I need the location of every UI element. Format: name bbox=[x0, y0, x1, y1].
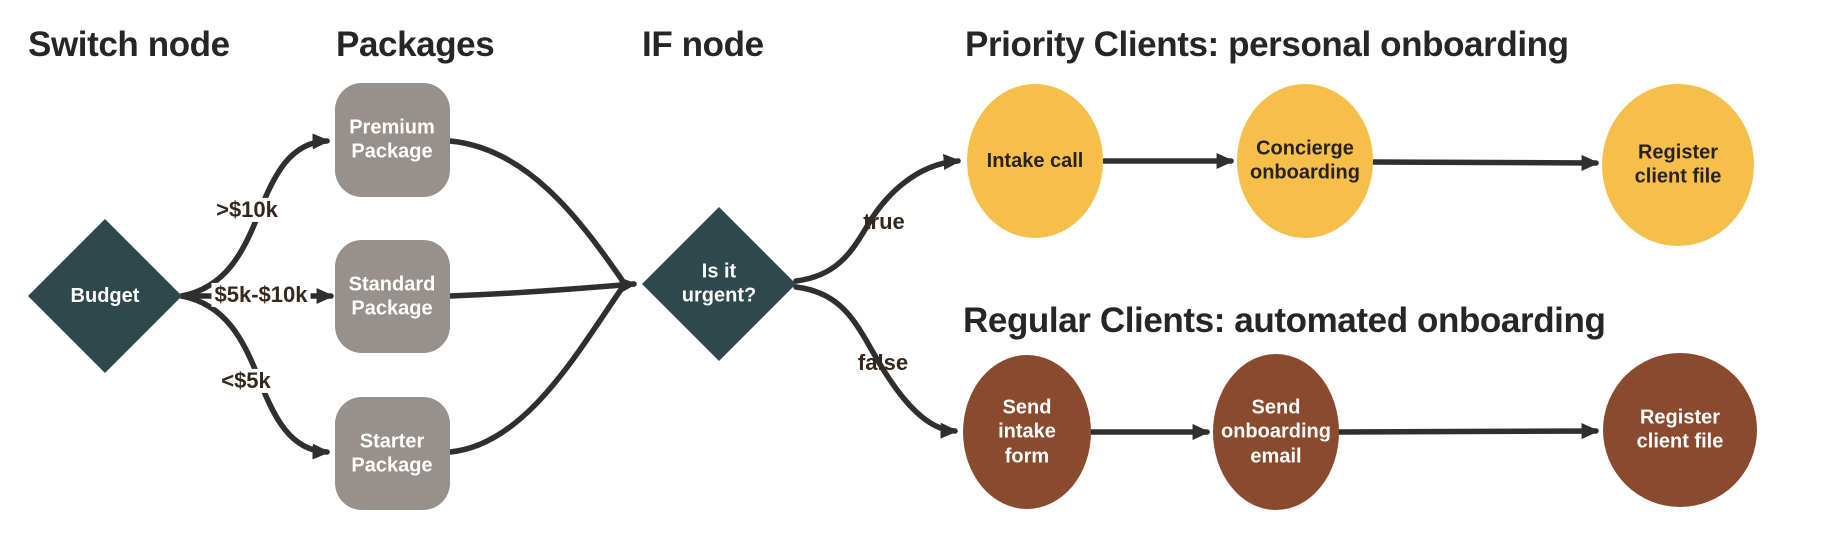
regular-clients-heading: Regular Clients: automated onboarding bbox=[963, 301, 1606, 340]
edge-premium-if bbox=[447, 138, 625, 283]
edge-label-false: false bbox=[857, 349, 909, 375]
if-node-heading: IF node bbox=[642, 25, 764, 64]
standard-package-node bbox=[335, 240, 450, 353]
send-intake-form-label: Send intake form bbox=[998, 396, 1056, 468]
starter-package-node bbox=[335, 397, 450, 510]
edge-label-mid-range: $5k-$10k bbox=[211, 282, 311, 308]
edge-standard-if bbox=[447, 277, 638, 299]
concierge-onboarding-node bbox=[1237, 84, 1373, 238]
concierge-onboarding-label: Concierge onboarding bbox=[1250, 137, 1360, 184]
switch-node-heading: Switch node bbox=[28, 25, 230, 64]
edge-email-register bbox=[1337, 423, 1600, 440]
intake-call-label: Intake call bbox=[986, 149, 1084, 172]
priority-clients-heading: Priority Clients: personal onboarding bbox=[965, 25, 1569, 64]
edge-label-true: true bbox=[863, 208, 905, 234]
edge-label-over-10k: >$10k bbox=[213, 197, 281, 223]
register-client-priority-node bbox=[1602, 84, 1754, 246]
premium-package-node bbox=[335, 83, 450, 197]
send-onboarding-email-node bbox=[1213, 354, 1339, 510]
standard-package-label: Standard Package bbox=[348, 273, 436, 320]
packages-heading: Packages bbox=[336, 25, 495, 64]
intake-call-node bbox=[967, 84, 1103, 238]
edge-if-true bbox=[793, 154, 962, 284]
edge-label-under-5k: <$5k bbox=[218, 368, 274, 394]
premium-package-label: Premium Package bbox=[349, 116, 435, 163]
send-onboarding-email-label: Send onboarding email bbox=[1221, 396, 1331, 468]
budget-node-label: Budget bbox=[70, 284, 140, 307]
register-client-priority-label: Register client file bbox=[1634, 141, 1722, 188]
urgent-diamond-node bbox=[642, 207, 796, 361]
send-intake-form-node bbox=[963, 355, 1091, 509]
edge-if-false bbox=[793, 284, 959, 439]
register-client-regular-label: Register client file bbox=[1636, 406, 1724, 453]
edge-concierge-register bbox=[1371, 154, 1600, 171]
urgent-node-label: Is it urgent? bbox=[681, 260, 757, 307]
starter-package-label: Starter Package bbox=[351, 430, 433, 477]
edge-starter-if bbox=[447, 285, 625, 455]
budget-diamond-node bbox=[28, 219, 182, 373]
register-client-regular-node bbox=[1603, 353, 1757, 507]
